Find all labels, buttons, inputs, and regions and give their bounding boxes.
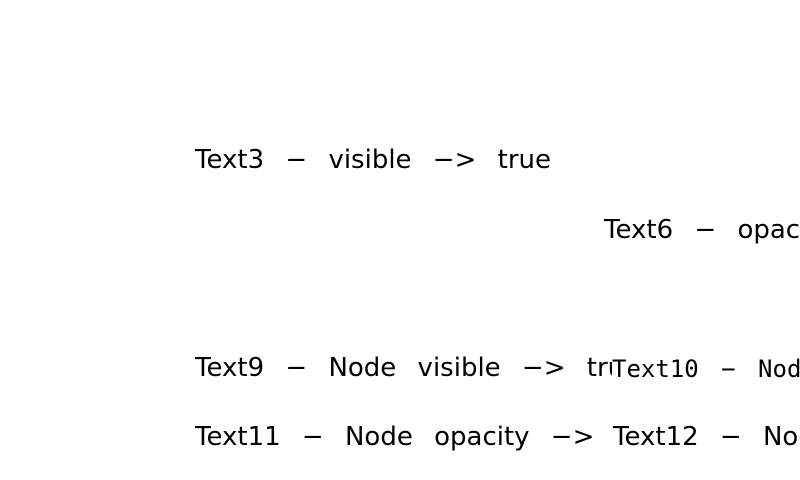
text12-node: Text12 − Node [613, 422, 800, 452]
text6-node: Text6 − opacity [604, 215, 800, 245]
text11-node: Text11 − Node opacity −> 0 [195, 423, 612, 452]
text9-node: Text9 − Node visible −> true [195, 354, 612, 383]
text10-node: Text10 − Node [612, 355, 800, 383]
text3-node: Text3 − visible −> true [195, 145, 552, 175]
